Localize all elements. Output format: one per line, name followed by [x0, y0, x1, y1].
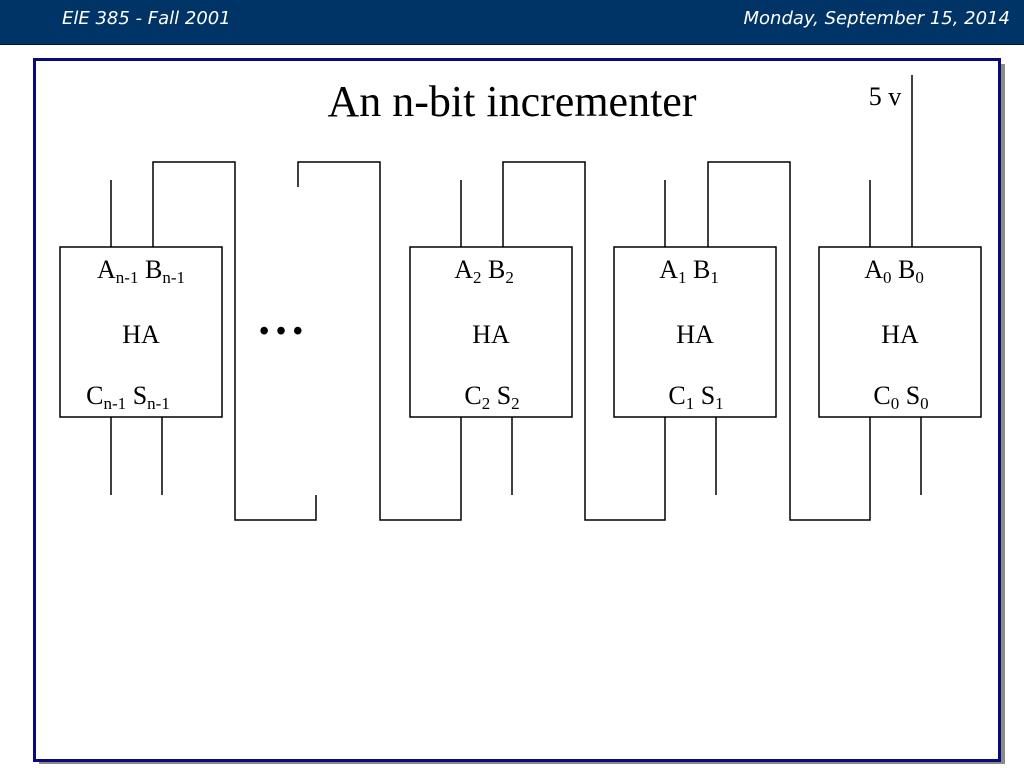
ha-box-1	[613, 246, 777, 418]
ha-name-2: HA	[472, 320, 510, 349]
slide-title: An n-bit incrementer	[328, 77, 697, 126]
wire-carry-2	[297, 161, 462, 521]
supply-label: 5 v	[869, 82, 902, 111]
ellipsis: • • •	[259, 316, 302, 347]
date-label: Monday, September 15, 2014	[743, 8, 1010, 29]
ha-outputs-2: C2 S2	[464, 381, 519, 413]
ha-name-1: HA	[676, 320, 714, 349]
wire-carry-0	[707, 161, 871, 521]
ha-inputs-0: A0 B0	[864, 255, 924, 287]
wire-carry-1	[502, 161, 666, 521]
course-label: ElE 385 - Fall 2001	[62, 8, 231, 29]
wire-carry-n-2	[152, 161, 317, 521]
ha-outputs-0: C0 S0	[873, 381, 928, 413]
ha-outputs-1: C1 S1	[668, 381, 723, 413]
ha-inputs-2: A2 B2	[454, 255, 514, 287]
ha-outputs-n-1: Cn-1 Sn-1	[86, 381, 170, 413]
slide-frame	[33, 58, 1001, 762]
ha-name-n-1: HA	[122, 320, 160, 349]
ha-inputs-n-1: An-1 Bn-1	[97, 255, 185, 287]
ha-box-2	[409, 246, 573, 418]
ha-box-0	[818, 246, 982, 418]
ha-inputs-1: A1 B1	[659, 255, 719, 287]
header-bar: ElE 385 - Fall 2001 Monday, September 15…	[0, 0, 1024, 45]
ha-name-0: HA	[881, 320, 919, 349]
ha-box-n-1	[59, 246, 223, 418]
